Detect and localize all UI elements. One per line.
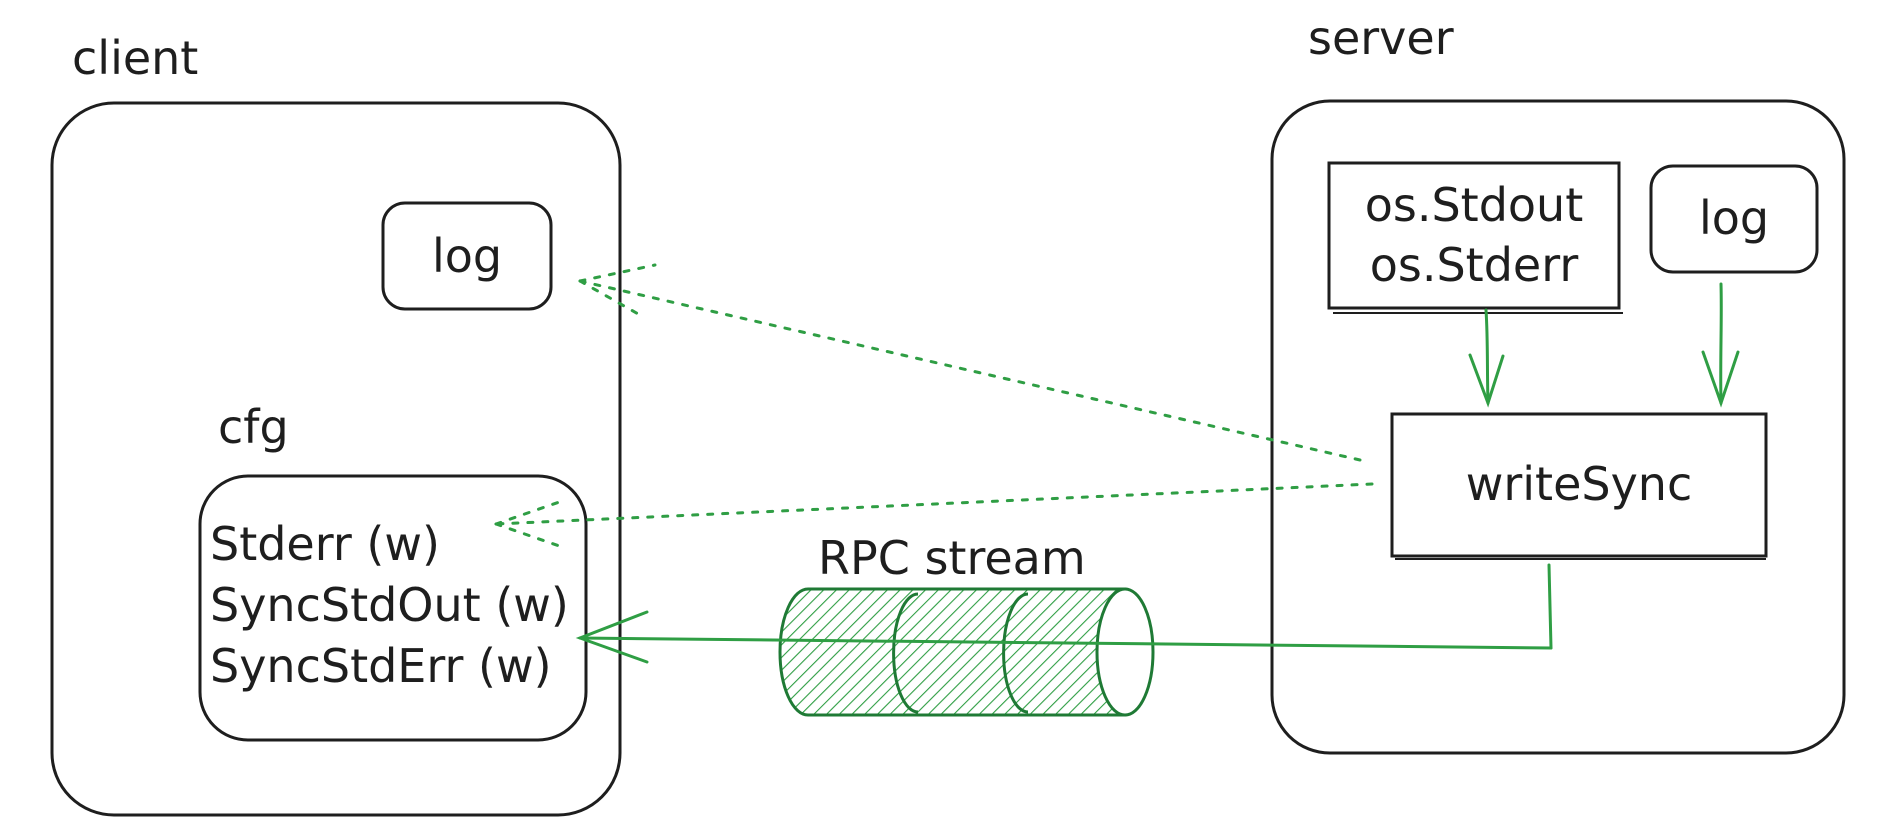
client-log-box bbox=[381, 201, 553, 311]
client-title: client bbox=[72, 31, 198, 85]
writesync-to-cfg-stderr-dotted bbox=[494, 482, 1374, 550]
stdio-to-writesync-arrow bbox=[1468, 308, 1505, 408]
writesync-to-cfg-arrow bbox=[575, 563, 1553, 664]
cfg-item-syncstdout: SyncStdOut (w) bbox=[210, 578, 569, 632]
client-container bbox=[50, 101, 622, 817]
server-log-box bbox=[1649, 164, 1819, 274]
writesync-box bbox=[1390, 412, 1768, 558]
stdio-box bbox=[1327, 161, 1621, 310]
stderr-label: os.Stderr bbox=[1370, 238, 1579, 292]
rpc-stream-pipe bbox=[778, 587, 1155, 717]
server-container bbox=[1270, 99, 1846, 755]
server-log-label: log bbox=[1699, 191, 1769, 245]
server-title: server bbox=[1308, 11, 1454, 65]
cfg-title: cfg bbox=[218, 400, 289, 454]
log-to-writesync-arrow bbox=[1701, 282, 1740, 408]
cfg-item-syncstderr: SyncStdErr (w) bbox=[210, 639, 552, 693]
client-log-label: log bbox=[432, 229, 502, 283]
stdout-label: os.Stdout bbox=[1365, 178, 1584, 232]
cfg-item-stderr: Stderr (w) bbox=[210, 517, 440, 571]
rpc-stream-label: RPC stream bbox=[818, 531, 1086, 585]
cfg-box bbox=[198, 474, 588, 742]
writesync-to-client-log-dotted bbox=[578, 263, 1362, 462]
writesync-label: writeSync bbox=[1466, 457, 1693, 511]
